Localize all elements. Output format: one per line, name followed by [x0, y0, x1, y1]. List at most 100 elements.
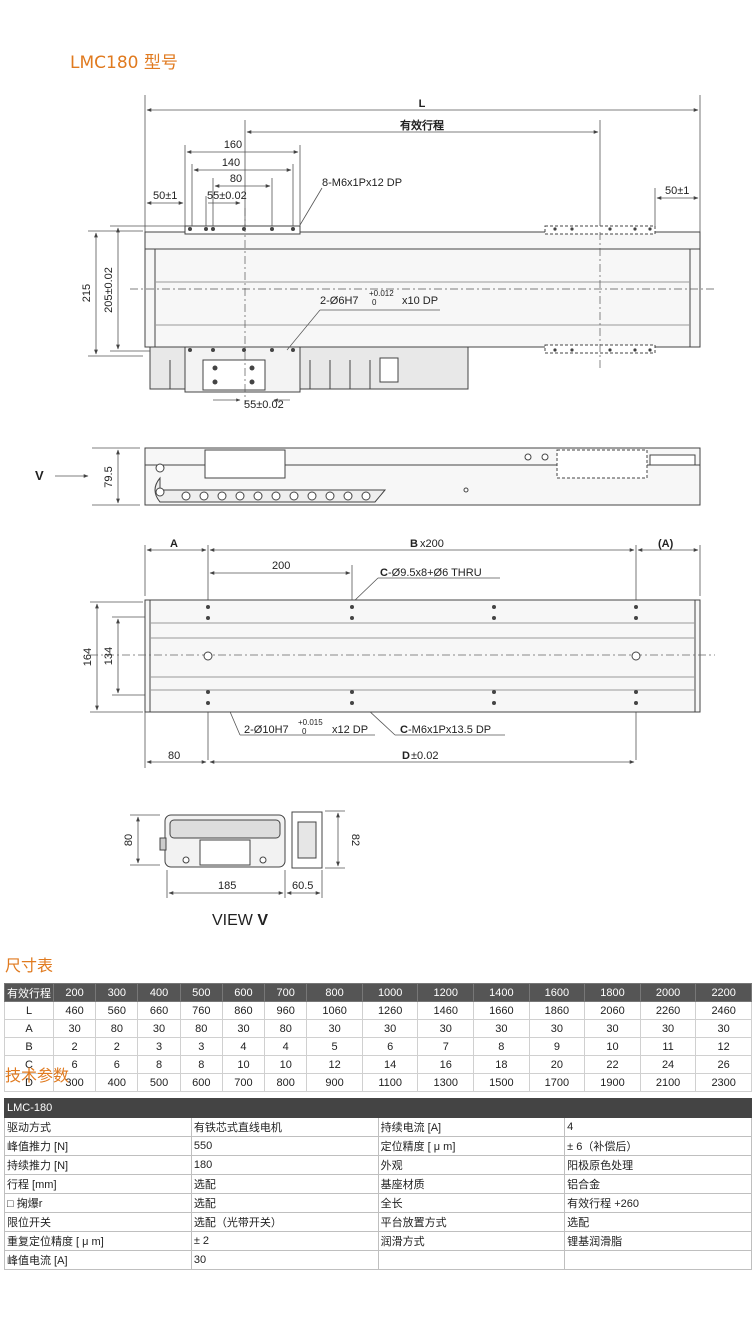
dim-D-tol: ±0.02 [411, 750, 438, 762]
spec-value: 选配 [564, 1212, 752, 1232]
spec-label: 全长 [377, 1193, 566, 1213]
holes-top-label: 8-M6x1Px12 DP [322, 177, 402, 189]
dim-cell: 960 [264, 1001, 308, 1020]
dim-cell: 10 [221, 1055, 266, 1074]
dim-cell: 1300 [417, 1073, 475, 1092]
dim-cell: 10 [264, 1055, 308, 1074]
dim-cell: 18 [473, 1055, 530, 1074]
dim-164: 164 [82, 648, 94, 666]
dim-cell: 8 [473, 1037, 530, 1056]
spec-label: 行程 [mm] [4, 1174, 192, 1194]
dim-header-cell: 700 [264, 983, 308, 1002]
view-v-marker: V [35, 468, 44, 483]
dim-cell: 460 [52, 1001, 97, 1020]
dim-L: L [419, 98, 426, 110]
dim-cell: 5 [306, 1037, 363, 1056]
dim-header-cell: 1800 [584, 983, 641, 1002]
m6-C: C [400, 724, 408, 736]
dim-cell: 6 [95, 1055, 139, 1074]
spec-value: 选配 [190, 1193, 379, 1213]
dim-cell: 400 [95, 1073, 139, 1092]
dim-header-cell: 1600 [528, 983, 586, 1002]
dim-cell: 1860 [528, 1001, 586, 1020]
dim-Bx200: x200 [420, 538, 444, 550]
dim-cell: 3 [179, 1037, 223, 1056]
dim-cell: 30 [695, 1019, 752, 1038]
dim-cell: 2060 [584, 1001, 641, 1020]
dim-B: B [410, 538, 418, 550]
spec-label: 定位精度 [ μ m] [377, 1136, 566, 1156]
spec-table-title: 技术参数 [5, 1066, 70, 1085]
dim-cell: 800 [264, 1073, 308, 1092]
dim-215: 215 [81, 284, 93, 302]
dim-cell: 700 [221, 1073, 266, 1092]
dim-cell: 300 [52, 1073, 97, 1092]
spec-value: 阳极原色处理 [564, 1155, 752, 1175]
dim-cell: 30 [584, 1019, 641, 1038]
dim-header-cell: 400 [137, 983, 181, 1002]
dim-D: D [402, 750, 410, 762]
dim-cell: 2460 [695, 1001, 752, 1020]
dim-cell: 80 [179, 1019, 223, 1038]
dim-A: A [170, 538, 178, 550]
dim-cell: 20 [528, 1055, 586, 1074]
pin10-tol-down: 0 [302, 727, 307, 736]
dim-stroke: 有效行程 [400, 118, 444, 132]
spec-value: ± 2 [190, 1231, 379, 1251]
dim-cell: 560 [95, 1001, 139, 1020]
spec-value: 4 [564, 1117, 752, 1137]
end-dim-82: 82 [349, 834, 361, 846]
dim-cell: 9 [528, 1037, 586, 1056]
spec-value [564, 1250, 752, 1270]
dim-cell: 900 [306, 1073, 363, 1092]
pin-tol-down: 0 [372, 298, 377, 307]
dim-cell: 80 [95, 1019, 139, 1038]
dim-header-cell: 1400 [473, 983, 530, 1002]
pin10-suffix: x12 DP [332, 724, 368, 736]
dim-cell: 2260 [639, 1001, 697, 1020]
dim-row-label: B [4, 1037, 54, 1056]
view-v-caption: VIEW V [212, 912, 268, 929]
spec-value: 选配 [190, 1174, 379, 1194]
dim-50-left: 50±1 [153, 190, 177, 202]
spec-value: 有效行程 +260 [564, 1193, 752, 1213]
spec-value: 有铁芯式直线电机 [190, 1117, 379, 1137]
dim-cell: 30 [639, 1019, 697, 1038]
dim-cell: 2 [52, 1037, 97, 1056]
dim-cell: 11 [639, 1037, 697, 1056]
dim-cell: 16 [417, 1055, 475, 1074]
dim-cell: 2100 [639, 1073, 697, 1092]
dim-cell: 1900 [584, 1073, 641, 1092]
dim-160: 160 [224, 139, 242, 151]
dim-row-label: L [4, 1001, 54, 1020]
dim-cell: 80 [264, 1019, 308, 1038]
spec-label: 峰值电流 [A] [4, 1250, 192, 1270]
dim-140: 140 [222, 157, 240, 169]
spec-value: 550 [190, 1136, 379, 1156]
pin-suffix: x10 DP [402, 295, 438, 307]
spec-row: 行程 [mm]选配基座材质铝合金 [4, 1174, 752, 1194]
spec-value: 铝合金 [564, 1174, 752, 1194]
dim-cell: 660 [137, 1001, 181, 1020]
dim-header-cell: 1200 [417, 983, 475, 1002]
spec-row: 驱动方式有铁芯式直线电机持续电流 [A]4 [4, 1117, 752, 1137]
spec-row: 限位开关选配（光带开关）平台放置方式选配 [4, 1212, 752, 1232]
pin10-prefix: 2-Ø10H7 [244, 724, 289, 736]
end-dim-185: 185 [218, 880, 236, 892]
dim-cell: 30 [306, 1019, 363, 1038]
dim-205: 205±0.02 [103, 267, 115, 313]
dim-80: 80 [230, 173, 242, 185]
dim-cell: 600 [179, 1073, 223, 1092]
dim-cell: 1060 [306, 1001, 363, 1020]
dim-200: 200 [272, 560, 290, 572]
dim-header-cell: 1000 [361, 983, 419, 1002]
